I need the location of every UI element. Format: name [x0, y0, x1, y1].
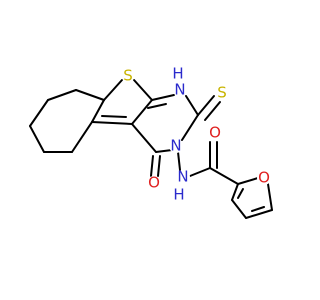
bond — [157, 155, 161, 177]
thione-sulfur-label: S — [217, 84, 227, 102]
amide-hydrogen-label: H — [173, 186, 184, 204]
bond — [189, 167, 211, 177]
amide-oxygen-label: O — [209, 124, 221, 142]
bond-double — [101, 115, 127, 118]
bond-double — [147, 103, 167, 109]
nh-nitrogen-label: N — [174, 81, 185, 99]
bond — [204, 101, 221, 121]
bond — [209, 167, 239, 185]
bond — [131, 123, 157, 153]
bond — [71, 121, 93, 153]
bond — [47, 89, 77, 101]
thiophene-ring — [91, 79, 153, 125]
ring-carbonyl — [150, 155, 161, 177]
molecule-diagram: S H N S N O N H O O — [29, 64, 273, 219]
bond — [29, 125, 45, 153]
bond — [75, 89, 105, 101]
bond-double — [237, 188, 244, 199]
bond — [231, 183, 239, 201]
bond — [131, 99, 153, 125]
amide-group — [189, 141, 239, 185]
bond — [150, 155, 154, 177]
bond — [245, 209, 273, 219]
bond — [151, 94, 175, 101]
ring-nitrogen-label: N — [170, 137, 181, 155]
atom-labels: S H N S N O N H O O — [121, 65, 271, 204]
bond — [155, 149, 173, 153]
bond — [267, 183, 273, 211]
carbonyl-oxygen-label: O — [148, 174, 160, 192]
bond-double — [251, 206, 265, 212]
bond — [133, 79, 153, 101]
bond — [237, 177, 259, 185]
nh-hydrogen-label: H — [172, 65, 183, 83]
molecule-structure: S H N S N O N H O O — [29, 65, 273, 219]
bond — [103, 79, 123, 101]
bond — [231, 199, 247, 219]
sulfur-atom-label: S — [123, 67, 133, 85]
bond-n-n — [177, 151, 181, 171]
amide-nitrogen-label: N — [177, 168, 188, 186]
furan-oxygen-label: O — [258, 169, 270, 187]
bond — [91, 121, 133, 125]
bond — [197, 95, 215, 116]
bond — [29, 99, 49, 127]
cyclohexane-ring — [29, 89, 105, 153]
pyrimidine-ring — [131, 94, 199, 153]
bond — [185, 95, 199, 116]
bond — [91, 99, 105, 123]
thione-group — [197, 95, 221, 121]
furan-ring — [231, 177, 273, 219]
bond — [181, 114, 199, 141]
